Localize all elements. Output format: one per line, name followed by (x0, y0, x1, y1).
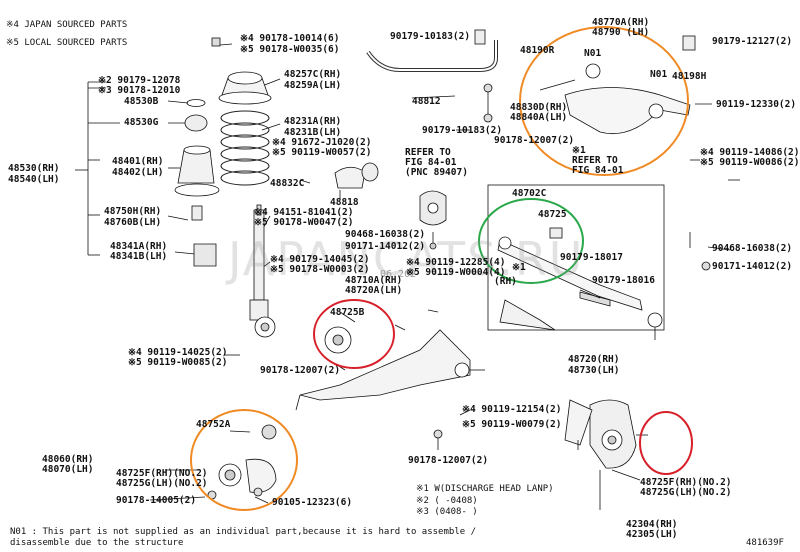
part-number[interactable]: 48725B (330, 307, 365, 318)
part-number[interactable]: 48341A(RH) (110, 241, 168, 252)
part-number[interactable]: ※3 90178-12010 (98, 85, 181, 96)
part-number[interactable]: 90468-16038(2) (345, 229, 426, 240)
figure-code: 481639F (746, 538, 784, 548)
part-number[interactable]: 48231A(RH) (284, 116, 342, 127)
highlight-red-bushing-left (313, 299, 395, 369)
part-number[interactable]: 48401(RH) (112, 156, 164, 167)
part-number[interactable]: 90119-12330(2) (716, 99, 797, 110)
part-number[interactable]: 90171-14012(2) (345, 241, 426, 252)
part-number[interactable]: 90179-10183(2) (390, 31, 471, 42)
part-number[interactable]: 48341B(LH) (110, 251, 168, 262)
part-number[interactable]: 48231B(LH) (284, 127, 342, 138)
part-number[interactable]: 48060(RH) (42, 454, 94, 465)
part-number[interactable]: 48725F(RH)(NO.2) (116, 468, 208, 479)
part-number[interactable]: ※5 90119-W0057(2) (272, 147, 372, 158)
part-number[interactable]: FIG 84-01 (572, 165, 624, 176)
legend-japan: ※4 JAPAN SOURCED PARTS (6, 20, 128, 30)
part-number[interactable]: ※4 90119-12154(2) (462, 404, 562, 415)
part-number[interactable]: ※4 90119-12285(4) (406, 257, 506, 268)
part-number[interactable]: 48720(RH) (568, 354, 620, 365)
part-number[interactable]: REFER TO (572, 155, 618, 166)
part-number[interactable]: 48530G (124, 117, 159, 128)
part-number[interactable]: 48790 (LH) (592, 27, 650, 38)
part-number[interactable]: ※5 90119-W0004(4) (406, 267, 506, 278)
part-number[interactable]: 48540(LH) (8, 174, 60, 185)
part-number[interactable]: (RH) (494, 276, 517, 287)
part-number[interactable]: 48259A(LH) (284, 80, 342, 91)
part-number[interactable]: FIG 84-01 (405, 157, 457, 168)
part-number[interactable]: 42305(LH) (626, 529, 678, 540)
part-number[interactable]: 90179-10183(2) (422, 125, 503, 136)
part-number[interactable]: 48760B(LH) (104, 217, 162, 228)
footnote-1: ※1 W(DISCHARGE HEAD LANP) (416, 484, 554, 494)
part-number[interactable]: 48818 (330, 197, 359, 208)
part-number[interactable]: 48725G(LH)(NO.2) (116, 478, 208, 489)
highlight-green-toe-arm (478, 198, 584, 284)
part-number[interactable]: ※4 90119-14086(2) (700, 147, 800, 158)
part-number[interactable]: ※1 (572, 145, 586, 156)
legend-local: ※5 LOCAL SOURCED PARTS (6, 38, 128, 48)
part-number[interactable]: ※4 91672-J1020(2) (272, 137, 372, 148)
watermark: JAPANCATS.RU (228, 232, 585, 286)
part-number[interactable]: 48812 (412, 96, 441, 107)
part-number[interactable]: ※5 90178-W0047(2) (254, 217, 354, 228)
part-number[interactable]: ※4 94151-81041(2) (254, 207, 354, 218)
part-number[interactable]: 90105-12323(6) (272, 497, 353, 508)
part-number[interactable]: 48750H(RH) (104, 206, 162, 217)
part-number[interactable]: 48725G(LH)(NO.2) (640, 487, 732, 498)
part-number[interactable]: 48257C(RH) (284, 69, 342, 80)
part-number[interactable]: 90178-12007(2) (408, 455, 489, 466)
part-number[interactable]: ※1 (512, 262, 526, 273)
part-number[interactable]: 90179-18016 (592, 275, 655, 286)
part-number[interactable]: 48198H (672, 71, 707, 82)
n01-note-line2: disassemble due to the structure (10, 538, 184, 548)
part-number[interactable]: 48832C (270, 178, 305, 189)
footnote-2: ※2 ( -0408) (416, 496, 478, 506)
part-number[interactable]: N01 (584, 48, 602, 59)
date-stamp: 06.202 (380, 269, 417, 280)
part-number[interactable]: 48710A(RH) (345, 275, 403, 286)
part-number[interactable]: 48530(RH) (8, 163, 60, 174)
part-number[interactable]: ※4 90179-14045(2) (270, 254, 370, 265)
highlight-orange-lower-bushing (190, 409, 298, 511)
part-number[interactable]: 90178-12007(2) (494, 135, 575, 146)
part-number[interactable]: 48530B (124, 96, 159, 107)
part-number[interactable]: ※5 90119-W0085(2) (128, 357, 228, 368)
part-number[interactable]: 90179-18017 (560, 252, 623, 263)
part-number[interactable]: ※4 90119-14025(2) (128, 347, 228, 358)
part-number[interactable]: 48720A(LH) (345, 285, 403, 296)
part-number[interactable]: 48190R (520, 45, 555, 56)
part-number[interactable]: ※5 90178-W0035(6) (240, 44, 340, 55)
part-number[interactable]: 48770A(RH) (592, 17, 650, 28)
part-number[interactable]: 48730(LH) (568, 365, 620, 376)
part-number[interactable]: 48725F(RH)(NO.2) (640, 477, 732, 488)
highlight-orange-upper-arm (519, 26, 689, 176)
part-number[interactable]: ※5 90119-W0079(2) (462, 419, 562, 430)
part-number[interactable]: REFER TO (405, 147, 451, 158)
part-number[interactable]: 48702C (512, 188, 547, 199)
part-number[interactable]: 90468-16038(2) (712, 243, 793, 254)
part-number[interactable]: (PNC 89407) (405, 167, 468, 178)
part-number[interactable]: 90178-14005(2) (116, 495, 197, 506)
part-number[interactable]: ※5 90119-W0086(2) (700, 157, 800, 168)
n01-note-line1: N01 : This part is not supplied as an in… (10, 527, 476, 537)
part-number[interactable]: 42304(RH) (626, 519, 678, 530)
part-number[interactable]: ※4 90178-10014(6) (240, 33, 340, 44)
part-number[interactable]: 48402(LH) (112, 167, 164, 178)
part-number[interactable]: 48830D(RH) (510, 102, 568, 113)
part-number[interactable]: 90171-14012(2) (712, 261, 793, 272)
part-number[interactable]: 48752A (196, 419, 231, 430)
part-number[interactable]: N01 (650, 69, 668, 80)
part-number[interactable]: 48725 (538, 209, 567, 220)
part-number[interactable]: ※5 90178-W0003(2) (270, 264, 370, 275)
part-number[interactable]: 48070(LH) (42, 464, 94, 475)
part-number[interactable]: 48840A(LH) (510, 112, 568, 123)
part-number[interactable]: 90178-12007(2) (260, 365, 341, 376)
part-number[interactable]: 90179-12127(2) (712, 36, 793, 47)
part-number[interactable]: ※2 90179-12078 (98, 75, 181, 86)
highlight-red-bushing-right (639, 411, 693, 475)
footnote-3: ※3 (0408- ) (416, 507, 478, 517)
